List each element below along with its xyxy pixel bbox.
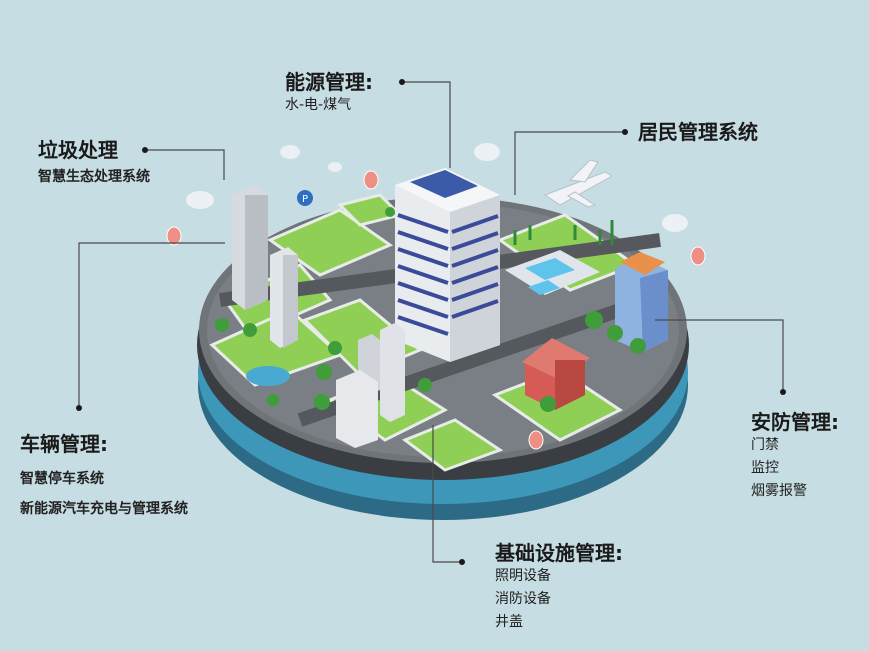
trees — [215, 207, 646, 412]
vehicles-label: 车辆管理: 智慧停车系统 新能源汽车充电与管理系统 — [20, 432, 188, 524]
energy-label: 能源管理: 水-电-煤气 — [285, 70, 373, 117]
infrastructure-item: 照明设备 — [495, 568, 551, 584]
residents-label: 居民管理系统 — [638, 120, 758, 144]
vehicles-title: 车辆管理: — [20, 432, 108, 456]
security-item: 监控 — [751, 460, 779, 476]
parking-icon: P — [297, 190, 313, 206]
security-building — [615, 252, 668, 352]
hot-air-balloon-icon — [166, 170, 706, 450]
cloud-icon — [186, 143, 688, 232]
security-item: 烟雾报警 — [751, 483, 807, 499]
infrastructure-item: 井盖 — [495, 614, 523, 630]
security-label: 安防管理: 门禁 监控 烟雾报警 — [751, 410, 839, 503]
left-towers — [232, 186, 405, 448]
infrastructure-item: 消防设备 — [495, 591, 551, 607]
swimming-pools — [505, 250, 600, 295]
leader-dots — [76, 79, 786, 565]
red-house — [522, 338, 590, 410]
security-title: 安防管理: — [751, 410, 839, 434]
infrastructure-title: 基础设施管理: — [495, 541, 623, 565]
residents-title: 居民管理系统 — [638, 120, 758, 144]
palm-trees — [513, 220, 614, 245]
garbage-title: 垃圾处理 — [38, 138, 118, 162]
pond — [246, 366, 290, 386]
security-item: 门禁 — [751, 437, 779, 453]
vehicles-item: 智慧停车系统 — [20, 471, 104, 487]
energy-title: 能源管理: — [285, 70, 373, 94]
airplane-icon — [543, 159, 614, 208]
leader-lines — [78, 81, 784, 563]
garbage-item: 智慧生态处理系统 — [38, 169, 150, 185]
garbage-label: 垃圾处理 智慧生态处理系统 — [38, 138, 150, 192]
vehicles-item: 新能源汽车充电与管理系统 — [20, 501, 188, 517]
infrastructure-label: 基础设施管理: 照明设备 消防设备 井盖 — [495, 541, 623, 634]
central-tower — [395, 168, 500, 362]
svg-text:P: P — [302, 194, 308, 205]
energy-item: 水-电-煤气 — [285, 97, 352, 113]
